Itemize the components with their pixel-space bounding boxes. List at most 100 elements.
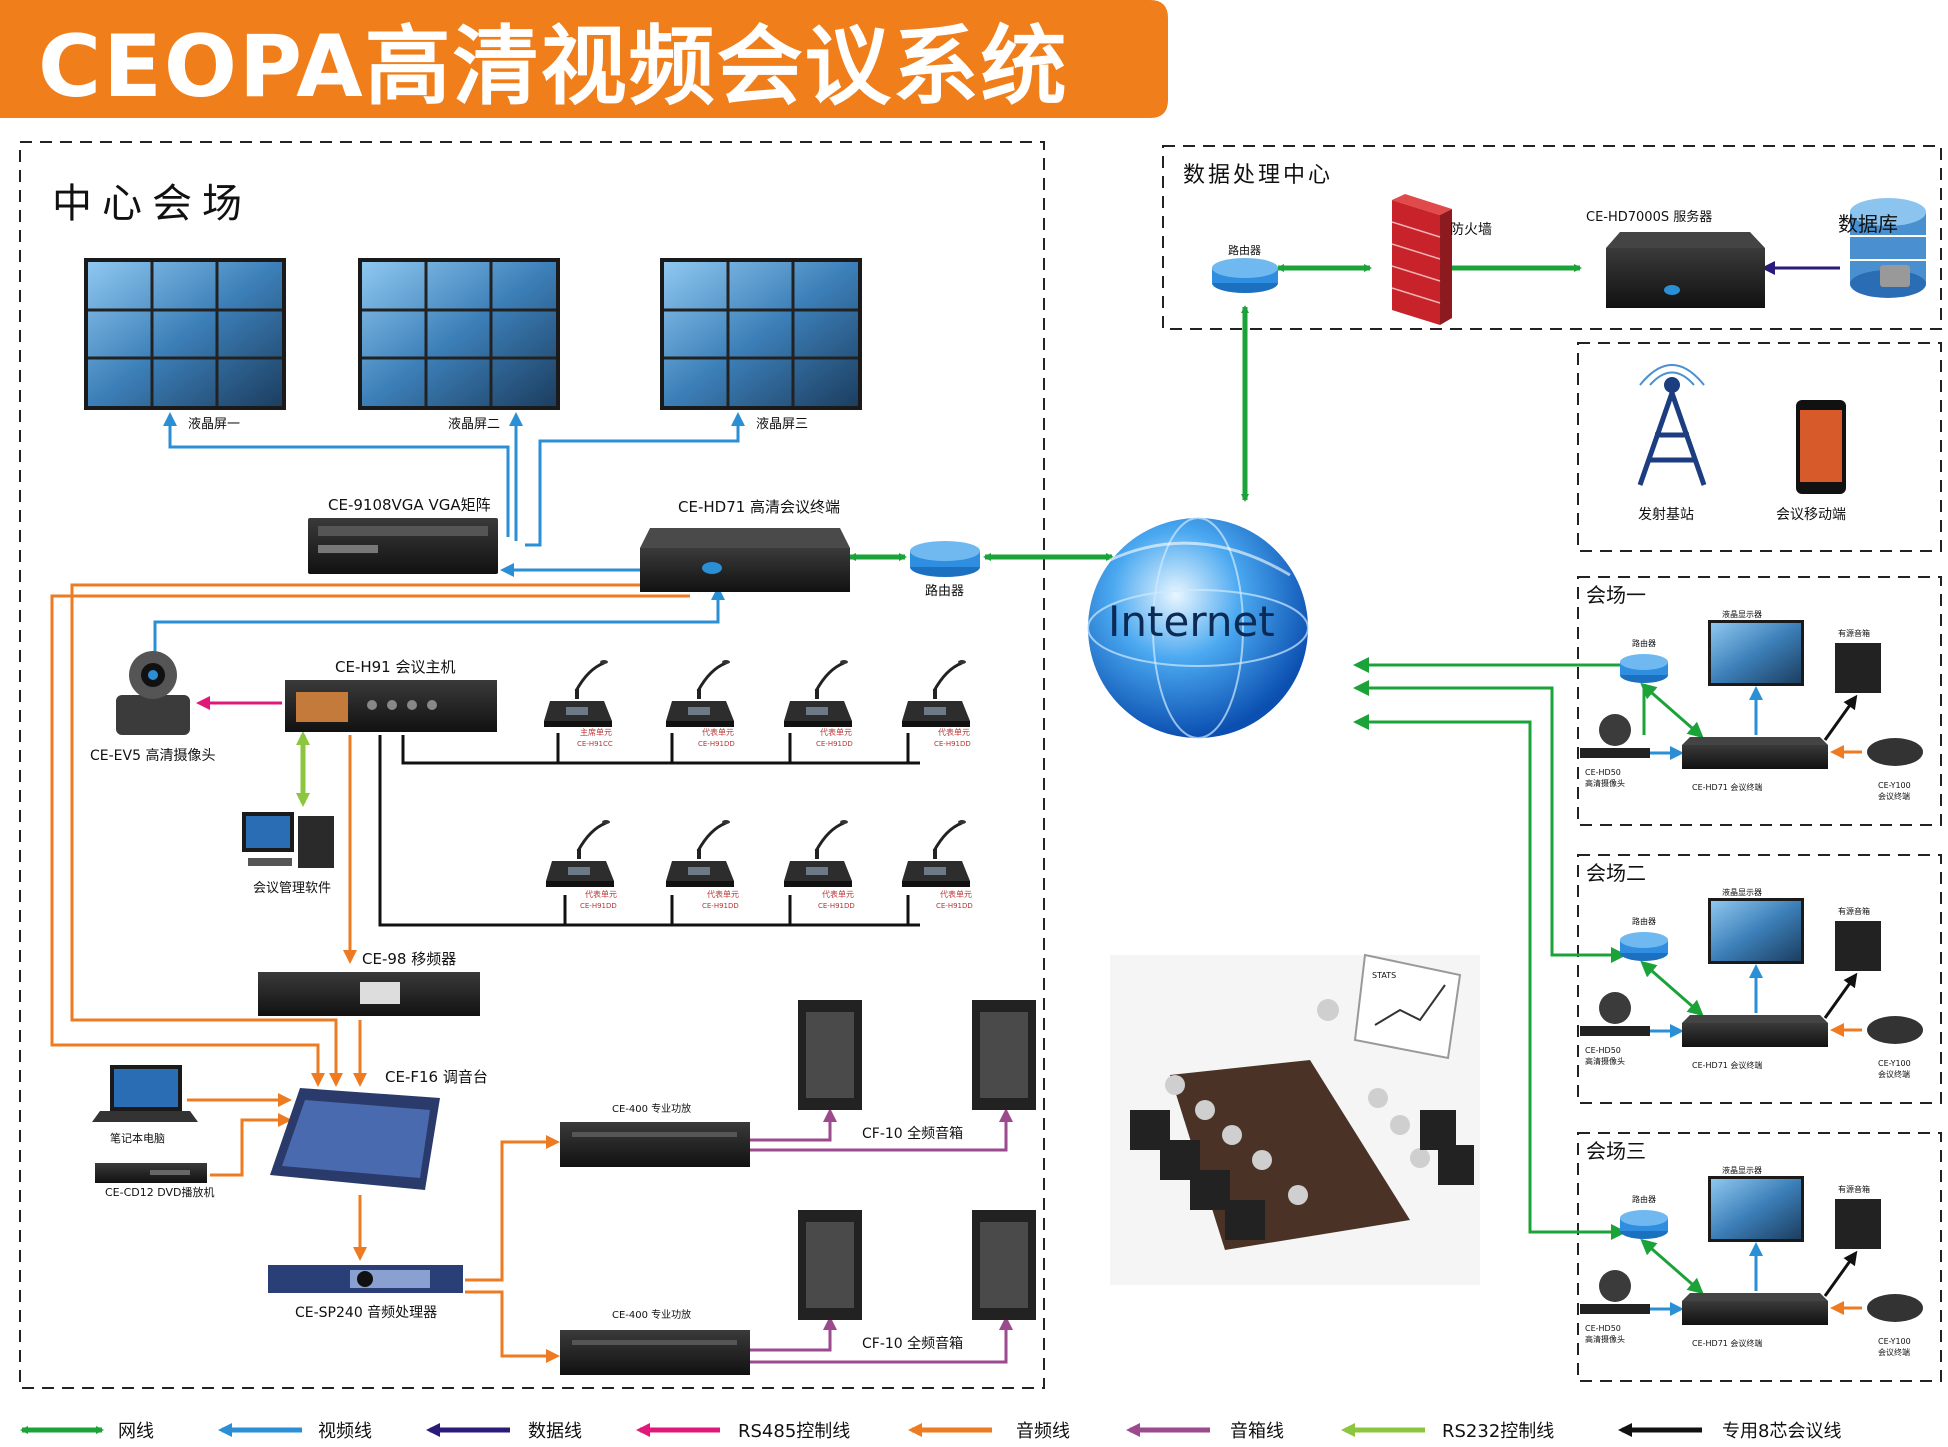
mic-rep-unit (544, 818, 616, 889)
mic-rep-unit (900, 818, 972, 889)
svg-text:RS485控制线: RS485控制线 (738, 1421, 850, 1442)
venue-camera-sub: 高清摄像头 (1585, 1334, 1625, 1344)
speaker-cabinet (798, 1210, 862, 1320)
mic-rep-model: CE-H91DD (818, 902, 855, 910)
venue-title: 会场三 (1586, 1139, 1646, 1163)
vga-matrix-label: CE-9108VGA VGA矩阵 (328, 496, 491, 514)
shifter-label: CE-98 移频器 (362, 950, 456, 968)
vga-matrix-device (308, 518, 498, 574)
venue-conf-label: CE-Y100 (1878, 1337, 1911, 1346)
venue-conf-icon (1867, 1016, 1923, 1044)
venue-conf-icon (1867, 738, 1923, 766)
network-lines (848, 264, 1582, 561)
dvd-player-device (95, 1163, 207, 1183)
mic-rep-unit (664, 658, 736, 729)
venue-terminal-label: CE-HD71 会议终端 (1692, 1060, 1762, 1070)
venue-2: 会场二 路由器 液晶显示器 有源音箱 CE-HD50 高清摄像头 CE-HD71… (1580, 861, 1923, 1079)
firewall-label: 防火墙 (1450, 222, 1492, 238)
venue-camera-sub: 高清摄像头 (1585, 1056, 1625, 1066)
venue-speaker-icon (1835, 643, 1881, 693)
mic-rep-unit (664, 818, 736, 889)
hd71-terminal-device (640, 528, 850, 592)
venue-conf-label: CE-Y100 (1878, 1059, 1911, 1068)
venue-display-label: 液晶显示器 (1722, 609, 1762, 619)
phone-label: 会议移动端 (1776, 507, 1846, 523)
mic-rep-model: CE-H91DD (702, 902, 739, 910)
venue-network-line (1640, 960, 1704, 1017)
speaker-cabinet (972, 1000, 1036, 1110)
lcd-wall-2 (358, 258, 560, 410)
software-label: 会议管理软件 (253, 881, 331, 896)
venue-1-region (1577, 576, 1942, 826)
venue-display-label: 液晶显示器 (1722, 887, 1762, 897)
mic-rep-label: 代表单元 (940, 889, 972, 899)
lcd-2-label: 液晶屏二 (448, 417, 500, 432)
mic-chair-model: CE-H91CC (577, 740, 613, 748)
mic-rep-unit (782, 818, 854, 889)
mic-chair-label: 主席单元 (580, 727, 612, 737)
center-venue-region (19, 141, 1045, 1389)
banner-bg (0, 0, 1168, 118)
venue-router-label: 路由器 (1632, 916, 1656, 926)
video-lines (153, 412, 745, 663)
amp-1-label: CE-400 专业功放 (612, 1102, 691, 1115)
legend: 网线 视频线 数据线 RS485控制线 音频线 音箱线 RS232控制线 专用 (20, 1421, 1841, 1442)
venue-3-region (1577, 1132, 1942, 1382)
processor-label: CE-SP240 音频处理器 (295, 1304, 437, 1321)
legend-item-video: 视频线 (218, 1421, 372, 1442)
mobile-phone-icon (1796, 400, 1846, 494)
center-router-icon (910, 541, 980, 577)
venue-speaker-icon (1835, 1199, 1881, 1249)
venue-router-label: 路由器 (1632, 638, 1656, 648)
mic-rep-model: CE-H91DD (816, 740, 853, 748)
lcd-wall-1 (84, 258, 286, 410)
venue-conf-sub: 会议终端 (1878, 1347, 1910, 1357)
svg-text:数据线: 数据线 (528, 1421, 582, 1442)
amp-2-label: CE-400 专业功放 (612, 1308, 691, 1321)
lcd-3-label: 液晶屏三 (756, 417, 808, 432)
meeting-room-illustration (1110, 953, 1480, 1285)
legend-item-audio: 音频线 (908, 1421, 1070, 1442)
page-title: CEOPA高清视频会议系统 (38, 17, 1069, 117)
speaker-lines (750, 1108, 1013, 1364)
mic-rep-label: 代表单元 (702, 727, 734, 737)
tower-icon (1637, 364, 1707, 486)
svg-text:视频线: 视频线 (318, 1421, 372, 1442)
host-label: CE-H91 会议主机 (335, 658, 456, 676)
venue-title: 会场二 (1586, 861, 1646, 885)
svg-text:网线: 网线 (118, 1421, 154, 1442)
amp-2-device (560, 1330, 750, 1375)
datacenter-region (1162, 145, 1942, 330)
venue-terminal-label: CE-HD71 会议终端 (1692, 1338, 1762, 1348)
venue-conf-icon (1867, 1294, 1923, 1322)
speaker-cabinet (798, 1000, 862, 1110)
venue-terminal-icon (1682, 1301, 1828, 1325)
server-label: CE-HD7000S 服务器 (1586, 209, 1712, 225)
dvd-label: CE-CD12 DVD播放机 (105, 1185, 215, 1199)
legend-item-rs485: RS485控制线 (636, 1421, 850, 1442)
mic-rep-label: 代表单元 (822, 889, 854, 899)
mic-rep-model: CE-H91DD (934, 740, 971, 748)
venue-camera-sub: 高清摄像头 (1585, 778, 1625, 788)
lcd-1-label: 液晶屏一 (188, 417, 240, 432)
venue-conf-label: CE-Y100 (1878, 781, 1911, 790)
h91-host-device (285, 680, 497, 732)
meeting-chart-label: STATS (1372, 971, 1396, 980)
legend-item-rs232: RS232控制线 (1341, 1421, 1554, 1442)
venue-terminal-label: CE-HD71 会议终端 (1692, 782, 1762, 792)
center-router-label: 路由器 (925, 583, 964, 599)
laptop-icon (92, 1065, 198, 1122)
venue-camera-icon (1599, 992, 1631, 1024)
venue-conf-sub: 会议终端 (1878, 791, 1910, 801)
venue-terminal-icon (1682, 1023, 1828, 1047)
venue-camera-label: CE-HD50 (1585, 1324, 1621, 1333)
venue-network-line (1640, 682, 1704, 739)
center-venue-title: 中心会场 (52, 181, 252, 227)
venue-camera-icon (1599, 714, 1631, 746)
legend-item-network: 网线 (20, 1421, 154, 1442)
tower-label: 发射基站 (1638, 506, 1694, 523)
venue-1: 会场一 路由器 液晶显示器 有源音箱 CE-HD50 高清摄像头 CE-HD71… (1580, 583, 1923, 801)
audio-lines (50, 583, 700, 1363)
laptop-label: 笔记本电脑 (110, 1131, 165, 1145)
legend-item-8core: 专用8芯会议线 (1618, 1421, 1841, 1442)
